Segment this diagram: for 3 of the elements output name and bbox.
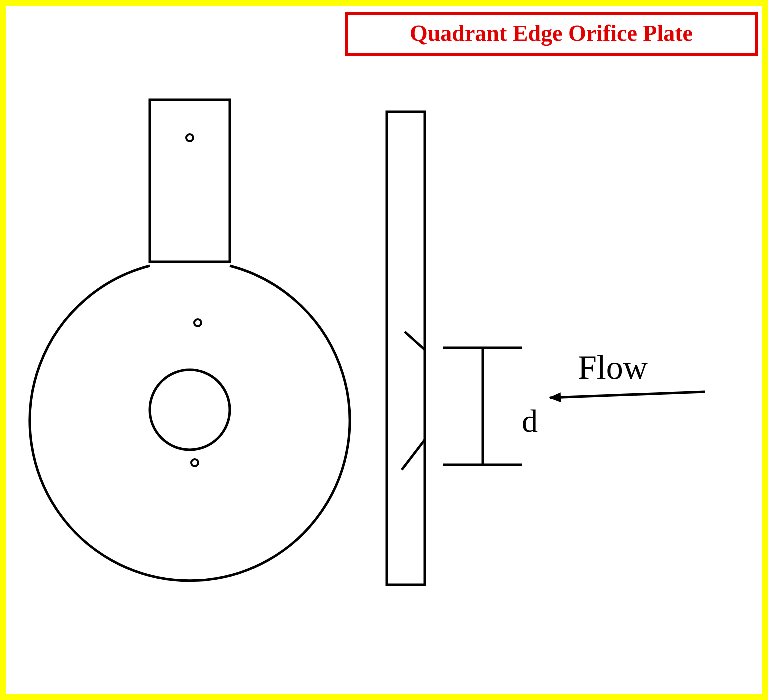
diagram-title: Quadrant Edge Orifice Plate	[345, 12, 758, 56]
dimension-label: d	[522, 403, 538, 440]
flow-label: Flow	[578, 350, 648, 388]
